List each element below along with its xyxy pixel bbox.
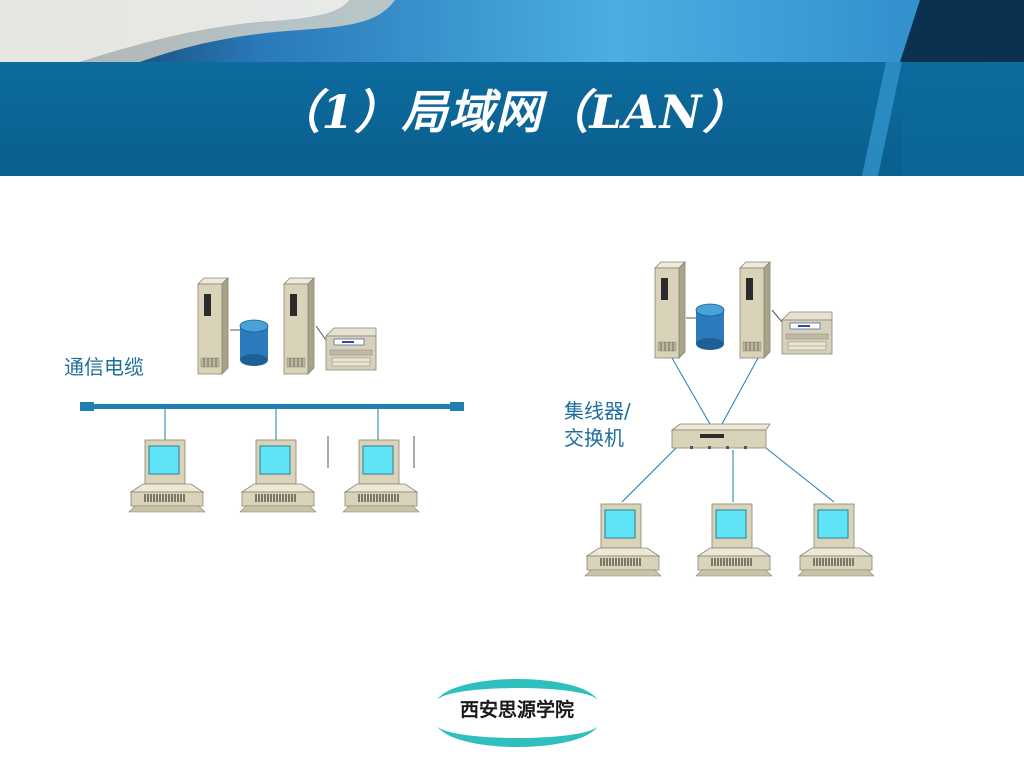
workstation-icon (342, 439, 420, 513)
hub-switch-icon (670, 423, 771, 449)
server-tower-2 (739, 261, 771, 359)
bus-topology (80, 277, 464, 513)
star-topology (584, 261, 875, 577)
server-printer-link (315, 325, 327, 341)
database-icon (239, 319, 269, 367)
workstation-icon (128, 439, 206, 513)
page-title: （1）局域网（LAN） (274, 85, 750, 139)
server-tower-1 (654, 261, 686, 359)
cable-label: 通信电缆 (64, 355, 144, 379)
banner-title-bar (0, 62, 1024, 176)
network-diagrams (80, 261, 875, 747)
printer-icon (325, 327, 377, 371)
cable-terminator-right (450, 402, 464, 411)
workstation-icon (584, 503, 662, 577)
workstation-icon (797, 503, 875, 577)
school-logo (433, 678, 601, 747)
workstation-icon (239, 439, 317, 513)
school-logo-text: 西安思源学院 (459, 699, 574, 721)
database-icon (695, 303, 725, 351)
banner-photo-arm (0, 0, 350, 62)
cable-terminator-left (80, 402, 94, 411)
workstation-icon (695, 503, 773, 577)
header-banner (0, 0, 1024, 176)
server-printer-link (771, 309, 783, 323)
hub-label-line1: 集线器/ (564, 399, 631, 423)
hub-link (765, 447, 835, 503)
bus-cable (80, 404, 464, 409)
printer-icon (781, 311, 833, 355)
server-tower-2 (283, 277, 315, 375)
server-tower-1 (197, 277, 229, 375)
hub-link (621, 447, 677, 503)
hub-link (671, 357, 711, 425)
hub-link (721, 357, 759, 425)
hub-label-line2: 交换机 (564, 426, 624, 450)
